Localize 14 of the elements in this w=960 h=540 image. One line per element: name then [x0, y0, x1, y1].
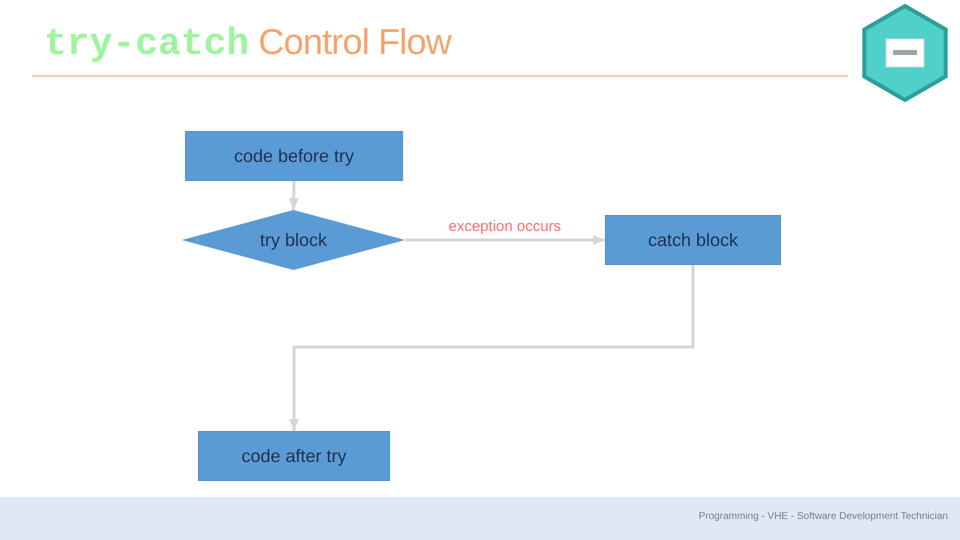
node-label: code after try [241, 446, 347, 466]
node-label: try block [260, 230, 328, 250]
edge-label: exception occurs [446, 218, 564, 236]
slide-title: try-catch Control Flow [44, 20, 451, 67]
arrow [405, 235, 605, 245]
arrow [288, 180, 299, 210]
node-label: code before try [234, 146, 354, 166]
node-label: catch block [648, 230, 738, 250]
decision-diamond [182, 210, 405, 270]
arrow [289, 265, 694, 431]
process-box [605, 215, 781, 265]
process-box [185, 131, 403, 181]
process-box [198, 431, 390, 481]
footer-text: Programming - VHE - Software Development Technician [698, 511, 948, 522]
